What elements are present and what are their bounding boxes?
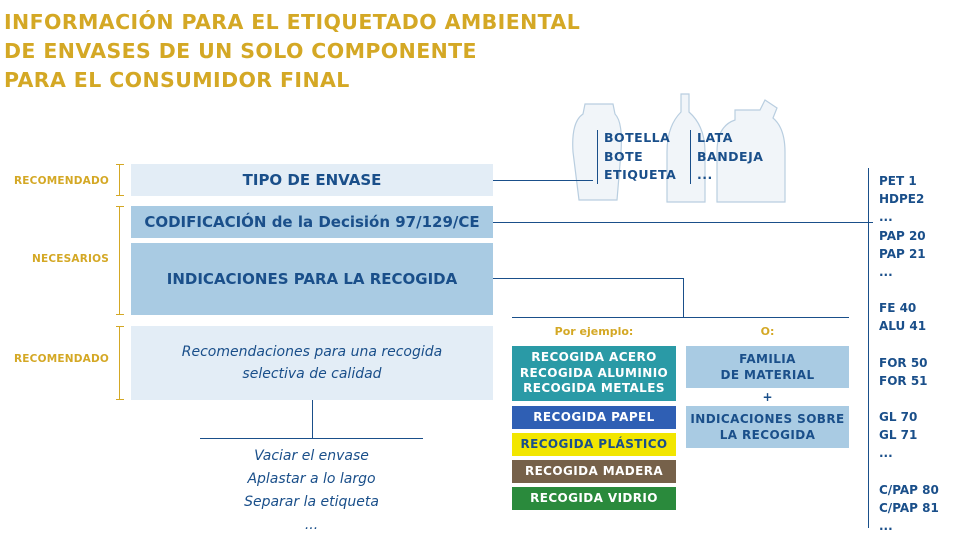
product-bote: BOTE [604,148,644,164]
codes-vertical-line [868,168,869,528]
actions-list: Vaciar el envase Aplastar a lo largo Sep… [200,445,423,537]
rec-vidrio-label: RECOGIDA VIDRIO [530,490,658,505]
plus-sign: + [762,390,773,404]
rec-papel-label: RECOGIDA PAPEL [533,409,655,424]
rec-aluminio: RECOGIDA ALUMINIO [519,365,669,380]
product-bandeja: BANDEJA [697,148,764,164]
rec-madera-label: RECOGIDA MADERA [524,463,664,478]
box-indicaciones: INDICACIONES PARA LA RECOGIDA [131,243,493,315]
code-item: ALU 41 [879,319,927,334]
box-tipo-envase: TIPO DE ENVASE [131,164,493,196]
product-etiqueta: ETIQUETA [604,167,677,182]
page-title: INFORMACIÓN PARA EL ETIQUETADO AMBIENTAL… [4,8,580,95]
jug-shape [716,99,786,203]
rec-metales-box: RECOGIDA ACERO RECOGIDA ALUMINIO RECOGID… [512,346,676,401]
code-item: ... [879,446,893,461]
code-item: ... [879,519,893,534]
code-item: ... [879,265,893,280]
code-item: GL 71 [879,428,918,443]
title-line-3: PARA EL CONSUMIDOR FINAL [4,68,350,92]
connector-indicaciones-v [683,278,684,317]
box-codificacion: CODIFICACIÓN de la Decisión 97/129/CE [131,206,493,238]
product-divider-right [690,130,691,184]
product-lata: LATA [697,130,733,145]
action-separar: Separar la etiqueta [244,494,379,510]
familia-line-1: FAMILIA [739,352,796,366]
code-item: FE 40 [879,301,917,316]
code-spacer [879,390,939,408]
connector-examples-bar [512,317,849,318]
label-necesarios: NECESARIOS [32,253,110,265]
box-recomendaciones: Recomendaciones para una recogida select… [131,326,493,400]
code-item: HDPE2 [879,192,925,207]
connector-tipo-envase [493,180,593,181]
bracket-recomendado-top [116,164,127,196]
familia-material-box: FAMILIA DE MATERIAL [686,346,849,388]
box-codificacion-label: CODIFICACIÓN de la Decisión 97/129/CE [144,213,480,231]
bottle-shape [666,93,706,203]
code-item: GL 70 [879,410,918,425]
product-botella: BOTELLA [604,130,671,145]
product-divider-left [597,130,598,184]
code-spacer [879,281,939,299]
code-item: PAP 21 [879,246,926,261]
rec-acero: RECOGIDA ACERO [531,350,657,365]
action-vaciar: Vaciar el envase [254,448,369,464]
product-types-col-2: LATA BANDEJA ... [697,129,763,185]
title-line-1: INFORMACIÓN PARA EL ETIQUETADO AMBIENTAL [4,10,581,34]
recomendaciones-line-1: Recomendaciones para una recogida [181,344,443,360]
label-recomendado-top: RECOMENDADO [14,175,109,187]
code-item: C/PAP 81 [879,500,939,515]
connector-codificacion [493,222,873,223]
bracket-necesarios [116,206,127,315]
packaging-illustration [572,93,786,203]
action-more: ... [304,517,319,533]
code-item: C/PAP 80 [879,482,939,497]
connector-indicaciones-h [493,278,683,279]
connector-actions-bar [200,438,423,439]
code-item: FOR 50 [879,355,928,370]
code-spacer [879,463,939,481]
rec-plastico-label: RECOGIDA PLÁSTICO [520,436,668,451]
bracket-recomendado-bottom [116,326,127,400]
code-spacer [879,336,939,354]
label-o: O: [760,325,775,338]
code-item: ... [879,210,893,225]
rec-plastico-box: RECOGIDA PLÁSTICO [512,433,676,456]
indicaciones-sobre-box: INDICACIONES SOBRE LA RECOGIDA [686,406,849,448]
code-item: PET 1 [879,174,917,188]
code-item: PAP 20 [879,228,926,243]
box-tipo-envase-label: TIPO DE ENVASE [242,171,382,189]
code-item: FOR 51 [879,373,928,388]
action-aplastar: Aplastar a lo largo [247,471,376,487]
rec-madera-box: RECOGIDA MADERA [512,460,676,483]
label-por-ejemplo: Por ejemplo: [554,325,634,338]
rec-metales: RECOGIDA METALES [523,381,665,396]
rec-papel-box: RECOGIDA PAPEL [512,406,676,429]
box-indicaciones-label: INDICACIONES PARA LA RECOGIDA [166,270,458,288]
familia-line-2: DE MATERIAL [720,368,815,382]
rec-vidrio-box: RECOGIDA VIDRIO [512,487,676,510]
title-line-2: DE ENVASES DE UN SOLO COMPONENTE [4,39,477,63]
recomendaciones-line-2: selectiva de calidad [242,366,382,382]
indicaciones-sobre-line-1: INDICACIONES SOBRE [690,412,845,426]
label-recomendado-bottom: RECOMENDADO [14,353,109,365]
connector-recomendaciones-v [312,400,313,438]
product-types-col-1: BOTELLA BOTE ETIQUETA [604,129,676,185]
indicaciones-sobre-line-2: LA RECOGIDA [719,428,816,442]
product-more: ... [697,167,713,182]
material-codes-list: PET 1 HDPE2 ... PAP 20 PAP 21 ... FE 40 … [879,172,939,535]
